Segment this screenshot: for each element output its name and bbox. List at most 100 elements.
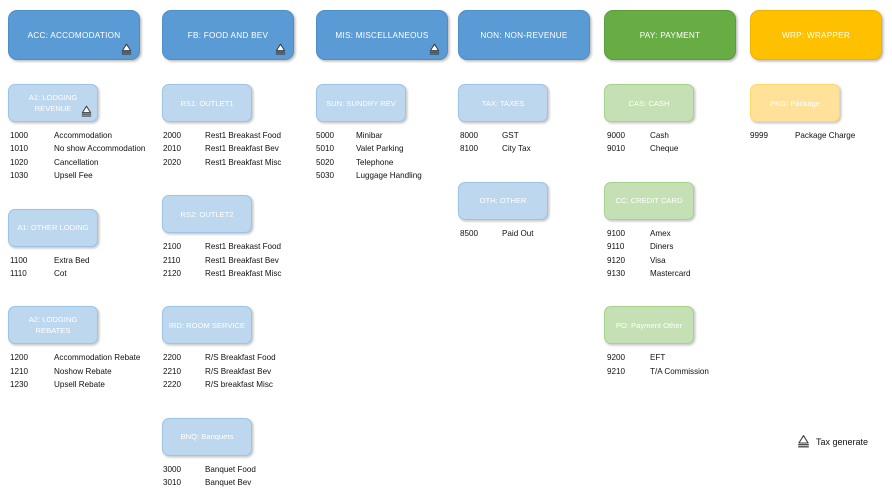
group-header-label: ACC: ACCOMODATION [27, 30, 121, 40]
department-box[interactable]: OTH: OTHER [458, 181, 548, 220]
account-name: Cot [54, 268, 67, 278]
group-header[interactable]: WRP: WRAPPER [750, 10, 882, 60]
account-name: R/S breakfast Misc [205, 380, 273, 390]
department-box[interactable]: CAS: CASH [604, 84, 694, 122]
account-code: 9010 [607, 144, 626, 154]
department-label: A2: LODGING REBATES [28, 315, 78, 336]
account-code: 1020 [10, 157, 29, 167]
account-name: Rest1 Breakfast Misc [205, 268, 282, 278]
account-code: 9000 [607, 131, 626, 140]
account-row[interactable]: 1020 Cancellation [0, 158, 148, 171]
department-box[interactable]: TAX: TAXES [458, 84, 548, 122]
department-box[interactable]: SUN: SUNDRY REV [316, 84, 406, 122]
account-code: 1210 [10, 366, 29, 376]
group-header[interactable]: PAY: PAYMENT [604, 10, 736, 60]
tax-generate-icon [796, 434, 811, 449]
account-code: 9210 [607, 366, 626, 376]
department-box[interactable]: CC: CREDIT CARD [604, 181, 694, 220]
account-name: EFT [650, 353, 666, 363]
group-header-label: MIS: MISCELLANEOUS [335, 30, 429, 40]
department-box[interactable]: RS2: OUTLET2 [162, 195, 252, 234]
account-code: 1030 [10, 171, 29, 181]
group-header[interactable]: FB: FOOD AND BEV [162, 10, 294, 60]
account-name: Accommodation Rebate [54, 353, 141, 363]
department-box[interactable]: PKG: Package [750, 84, 840, 122]
account-name: Rest1 Breakfast Bev [205, 144, 279, 154]
account-name: Banquet Bev [205, 477, 252, 487]
group-header-label: PAY: PAYMENT [639, 30, 701, 40]
tax-generate-icon [428, 43, 441, 56]
department-label: A1: OTHER LODING [17, 223, 89, 233]
department-box[interactable]: BNQ: Banquets [162, 417, 252, 456]
group-header-label: NON: NON-REVENUE [480, 30, 568, 40]
account-code: 2000 [163, 131, 182, 140]
department-box[interactable]: A2: LODGING REBATES [8, 306, 98, 345]
department-label: PKG: Package [770, 98, 820, 108]
account-name: Cash [650, 131, 669, 140]
department-box[interactable]: PO: Payment Other [604, 306, 694, 345]
account-name: Banquet Food [205, 464, 256, 474]
account-name: Rest1 Breakfast Bev [205, 255, 279, 265]
account-name: City Tax [502, 144, 531, 154]
group-header[interactable]: MIS: MISCELLANEOUS [316, 10, 448, 60]
group-header-label: FB: FOOD AND BEV [187, 30, 269, 40]
account-code: 8000 [460, 131, 479, 140]
account-code: 5010 [316, 144, 335, 154]
group-header[interactable]: NON: NON-REVENUE [458, 10, 590, 60]
account-code: 9100 [607, 228, 626, 238]
account-name: Paid Out [502, 228, 534, 238]
group-header[interactable]: ACC: ACCOMODATION [8, 10, 140, 60]
department-box[interactable]: IRD: ROOM SERVICE [162, 306, 252, 345]
account-row[interactable]: 9000 Cash [596, 131, 744, 144]
account-code: 1230 [10, 380, 29, 390]
department-box[interactable]: A1: OTHER LODING [8, 208, 98, 247]
account-name: Cancellation [54, 157, 99, 167]
column-acc: ACC: ACCOMODATION A1: LODGING REVENUE 1000… [0, 0, 148, 471]
account-name: Rest1 Breakast Food [205, 242, 282, 252]
department-box[interactable]: RS1: OUTLET1 [162, 84, 252, 122]
account-code: 9130 [607, 268, 626, 278]
department-label: RS1: OUTLET1 [180, 98, 234, 108]
department-box[interactable]: A1: LODGING REVENUE [8, 84, 98, 122]
